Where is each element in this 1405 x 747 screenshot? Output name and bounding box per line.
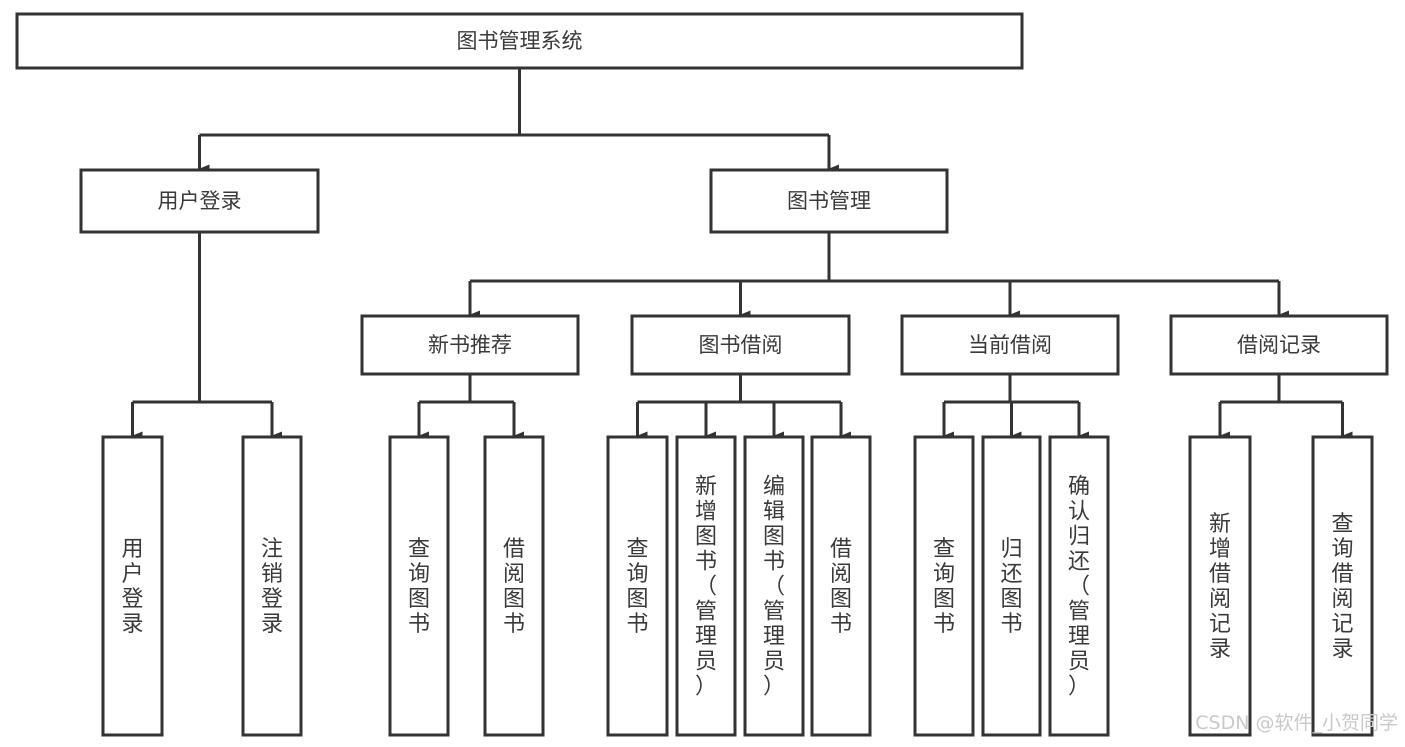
nodes-layer: 图书管理系统用户登录图书管理新书推荐图书借阅当前借阅借阅记录用户登录注销登录查询… (15, 12, 1389, 737)
node-book-management[interactable]: 图书管理 (709, 168, 949, 234)
node-book-borrow[interactable]: 图书借阅 (630, 314, 851, 376)
node-new-book-recommend-box[interactable] (360, 314, 580, 376)
node-leaf-query-book-1-label: 查询图书 (408, 537, 430, 637)
node-book-management-label: 图书管理 (787, 189, 871, 213)
node-leaf-add-record[interactable]: 新增借阅记录 (1188, 435, 1252, 737)
node-current-borrow-box[interactable] (900, 314, 1120, 376)
edge-book-borrow-to-leaves (636, 374, 851, 441)
node-leaf-confirm-return[interactable]: 确认归还（管理员） (1048, 435, 1110, 737)
node-book-borrow-label: 图书借阅 (699, 333, 783, 357)
node-new-book-recommend[interactable]: 新书推荐 (360, 314, 580, 376)
node-leaf-query-book-3[interactable]: 查询图书 (913, 435, 975, 737)
node-leaf-return-book-box[interactable] (981, 435, 1042, 737)
node-leaf-borrow-book-2-box[interactable] (810, 435, 872, 737)
edge-book-management-to-level2 (468, 232, 1289, 320)
node-root-book-management-system-label: 图书管理系统 (457, 29, 583, 53)
node-leaf-add-record-box[interactable] (1188, 435, 1252, 737)
node-root-book-management-system-box[interactable] (15, 12, 1024, 70)
node-user-login-label: 用户登录 (158, 189, 242, 213)
edge-root-to-level1 (198, 68, 839, 174)
node-leaf-logout-box[interactable] (241, 435, 303, 737)
node-book-borrow-box[interactable] (630, 314, 851, 376)
node-leaf-edit-book-label: 编辑图书（管理员） (763, 475, 785, 700)
node-leaf-query-record[interactable]: 查询借阅记录 (1311, 435, 1374, 737)
node-leaf-user-login-label: 用户登录 (121, 537, 143, 637)
node-leaf-add-book[interactable]: 新增图书（管理员） (675, 435, 737, 737)
edge-user-login-to-leaves (131, 232, 282, 441)
node-root-book-management-system[interactable]: 图书管理系统 (15, 12, 1024, 70)
node-user-login-box[interactable] (79, 168, 320, 234)
edge-borrow-record-to-leaves (1218, 374, 1353, 441)
node-leaf-user-login-box[interactable] (101, 435, 164, 737)
node-book-management-box[interactable] (709, 168, 949, 234)
node-leaf-confirm-return-box[interactable] (1048, 435, 1110, 737)
node-leaf-borrow-book-1[interactable]: 借阅图书 (483, 435, 545, 737)
node-leaf-confirm-return-label: 确认归还（管理员） (1068, 475, 1090, 700)
node-leaf-query-book-3-box[interactable] (913, 435, 975, 737)
node-leaf-add-book-label: 新增图书（管理员） (695, 475, 717, 700)
node-leaf-add-record-label: 新增借阅记录 (1209, 512, 1231, 662)
csdn-watermark: CSDN @软件_小贺同学 (1195, 712, 1398, 734)
node-leaf-edit-book[interactable]: 编辑图书（管理员） (743, 435, 805, 737)
node-leaf-return-book-label: 归还图书 (1000, 537, 1022, 637)
node-leaf-logout-label: 注销登录 (261, 537, 283, 637)
node-leaf-query-book-2-box[interactable] (606, 435, 669, 737)
node-leaf-return-book[interactable]: 归还图书 (981, 435, 1042, 737)
node-borrow-record-label: 借阅记录 (1237, 333, 1321, 357)
node-new-book-recommend-label: 新书推荐 (428, 333, 512, 357)
node-leaf-query-book-1[interactable]: 查询图书 (388, 435, 450, 737)
node-leaf-borrow-book-2[interactable]: 借阅图书 (810, 435, 872, 737)
node-leaf-query-book-2-label: 查询图书 (626, 537, 648, 637)
node-leaf-query-record-box[interactable] (1311, 435, 1374, 737)
connectors-layer (131, 68, 1353, 441)
node-leaf-user-login[interactable]: 用户登录 (101, 435, 164, 737)
node-borrow-record-box[interactable] (1169, 314, 1389, 376)
node-leaf-borrow-book-2-label: 借阅图书 (830, 537, 852, 637)
node-leaf-query-book-3-label: 查询图书 (933, 537, 955, 637)
node-current-borrow[interactable]: 当前借阅 (900, 314, 1120, 376)
node-leaf-edit-book-box[interactable] (743, 435, 805, 737)
node-leaf-borrow-book-1-box[interactable] (483, 435, 545, 737)
node-leaf-borrow-book-1-label: 借阅图书 (503, 537, 525, 637)
node-user-login[interactable]: 用户登录 (79, 168, 320, 234)
edge-new-book-recommend-to-leaves (417, 374, 524, 441)
node-leaf-query-book-1-box[interactable] (388, 435, 450, 737)
edge-current-borrow-to-leaves (942, 374, 1089, 441)
node-leaf-logout[interactable]: 注销登录 (241, 435, 303, 737)
node-leaf-query-book-2[interactable]: 查询图书 (606, 435, 669, 737)
node-leaf-query-record-label: 查询借阅记录 (1331, 512, 1353, 662)
node-borrow-record[interactable]: 借阅记录 (1169, 314, 1389, 376)
node-current-borrow-label: 当前借阅 (968, 333, 1052, 357)
node-leaf-add-book-box[interactable] (675, 435, 737, 737)
